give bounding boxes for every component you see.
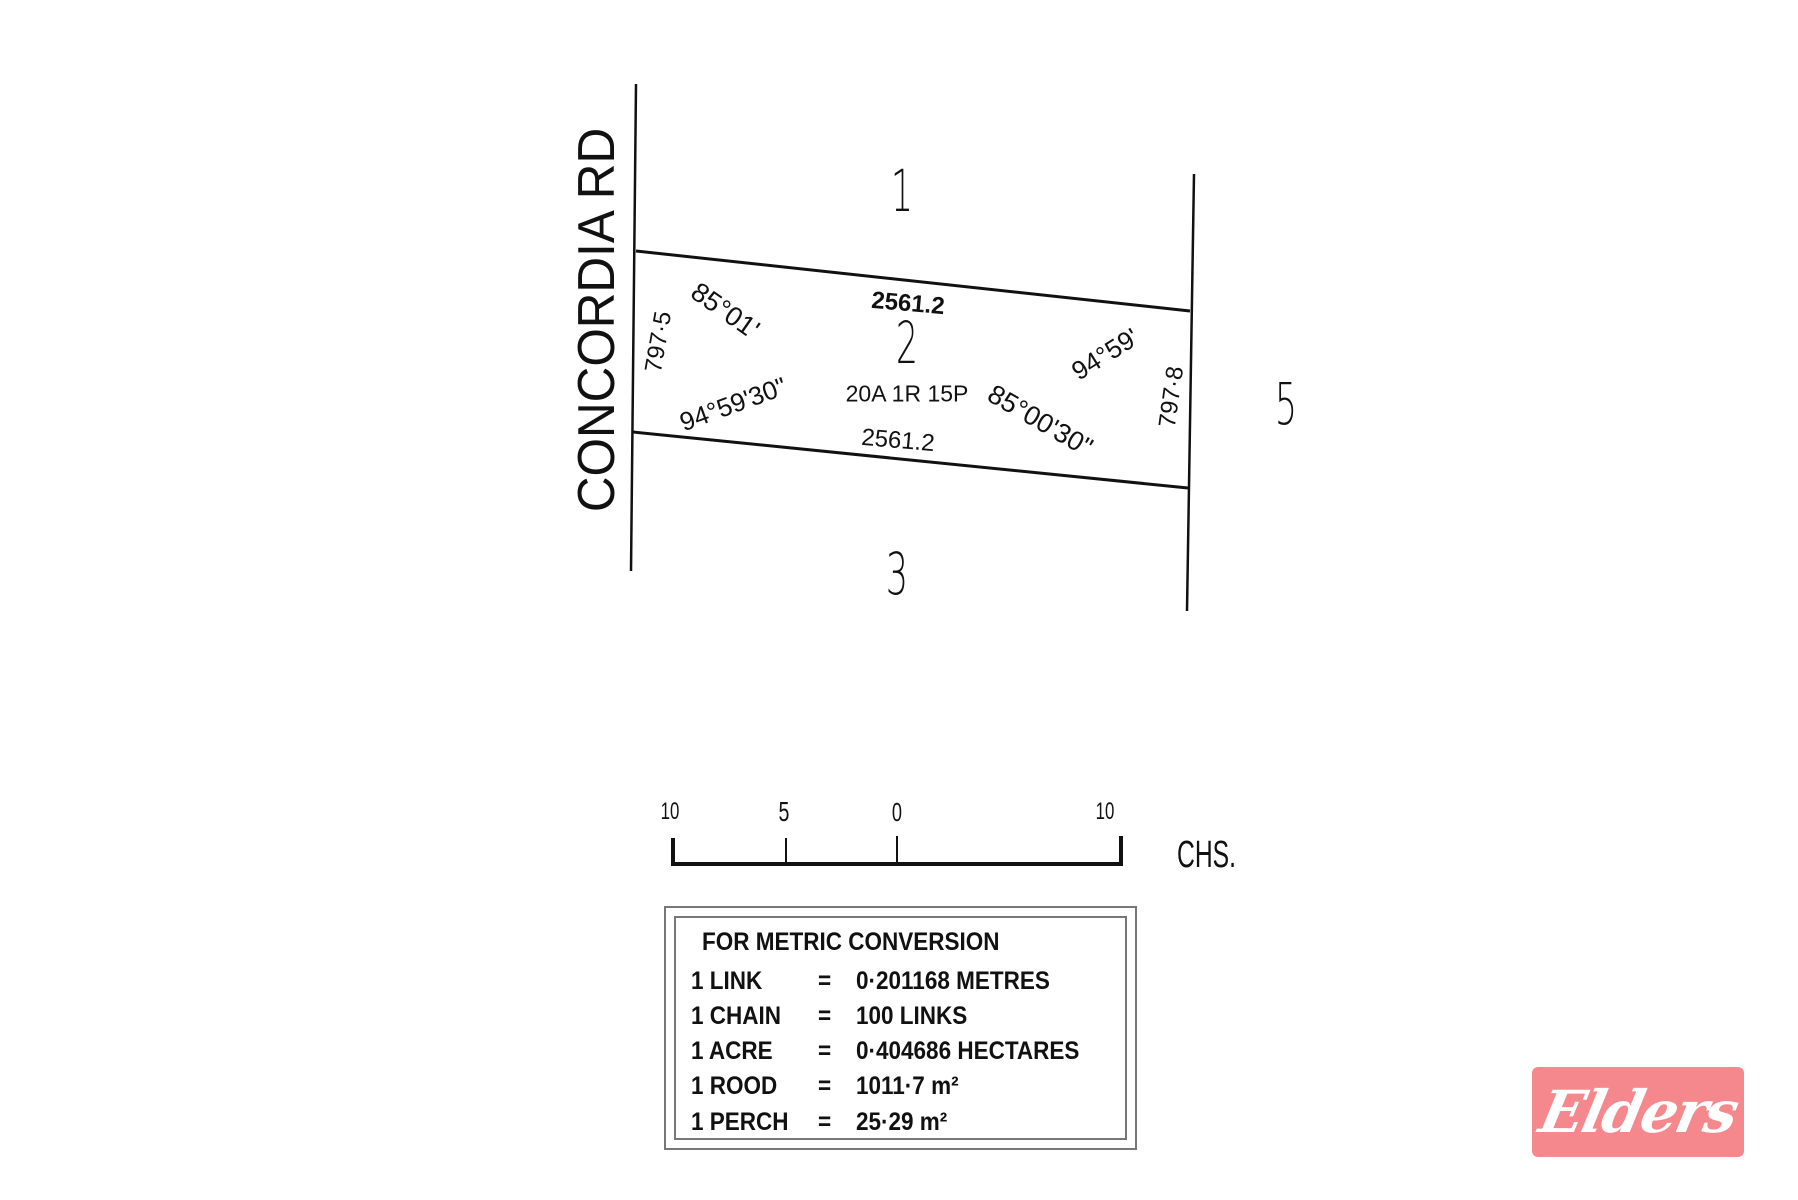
scale-label-10-right: 10 xyxy=(1095,798,1115,825)
scale-label-0: 0 xyxy=(891,797,903,827)
road-boundary-line xyxy=(629,83,638,572)
north-boundary-line xyxy=(635,249,1191,313)
scale-label-5: 5 xyxy=(778,796,790,827)
lot-number-north: 1 xyxy=(890,157,914,225)
metric-conversion-box: FOR METRIC CONVERSION 1 LINK = 0·201168 … xyxy=(664,906,1137,1150)
scale-unit: CHS. xyxy=(1177,834,1237,876)
south-boundary-line xyxy=(632,430,1189,490)
lot-area: 20A 1R 15P xyxy=(845,380,969,407)
south-boundary-length: 2561.2 xyxy=(860,423,936,458)
elders-logo-text: Elders xyxy=(1533,1078,1743,1146)
scale-bar xyxy=(671,836,1123,866)
north-boundary-length: 2561.2 xyxy=(870,286,946,321)
elders-logo: Elders xyxy=(1532,1067,1744,1157)
lot-number-east: 5 xyxy=(1274,370,1298,438)
scale-label-10-left: 10 xyxy=(660,798,680,825)
road-name: CONCORDIA RD xyxy=(568,127,626,513)
east-boundary-line xyxy=(1185,173,1196,612)
lot-number-subject: 2 xyxy=(895,309,919,377)
metric-title: FOR METRIC CONVERSION xyxy=(702,928,1000,956)
lot-number-south: 3 xyxy=(885,540,909,608)
